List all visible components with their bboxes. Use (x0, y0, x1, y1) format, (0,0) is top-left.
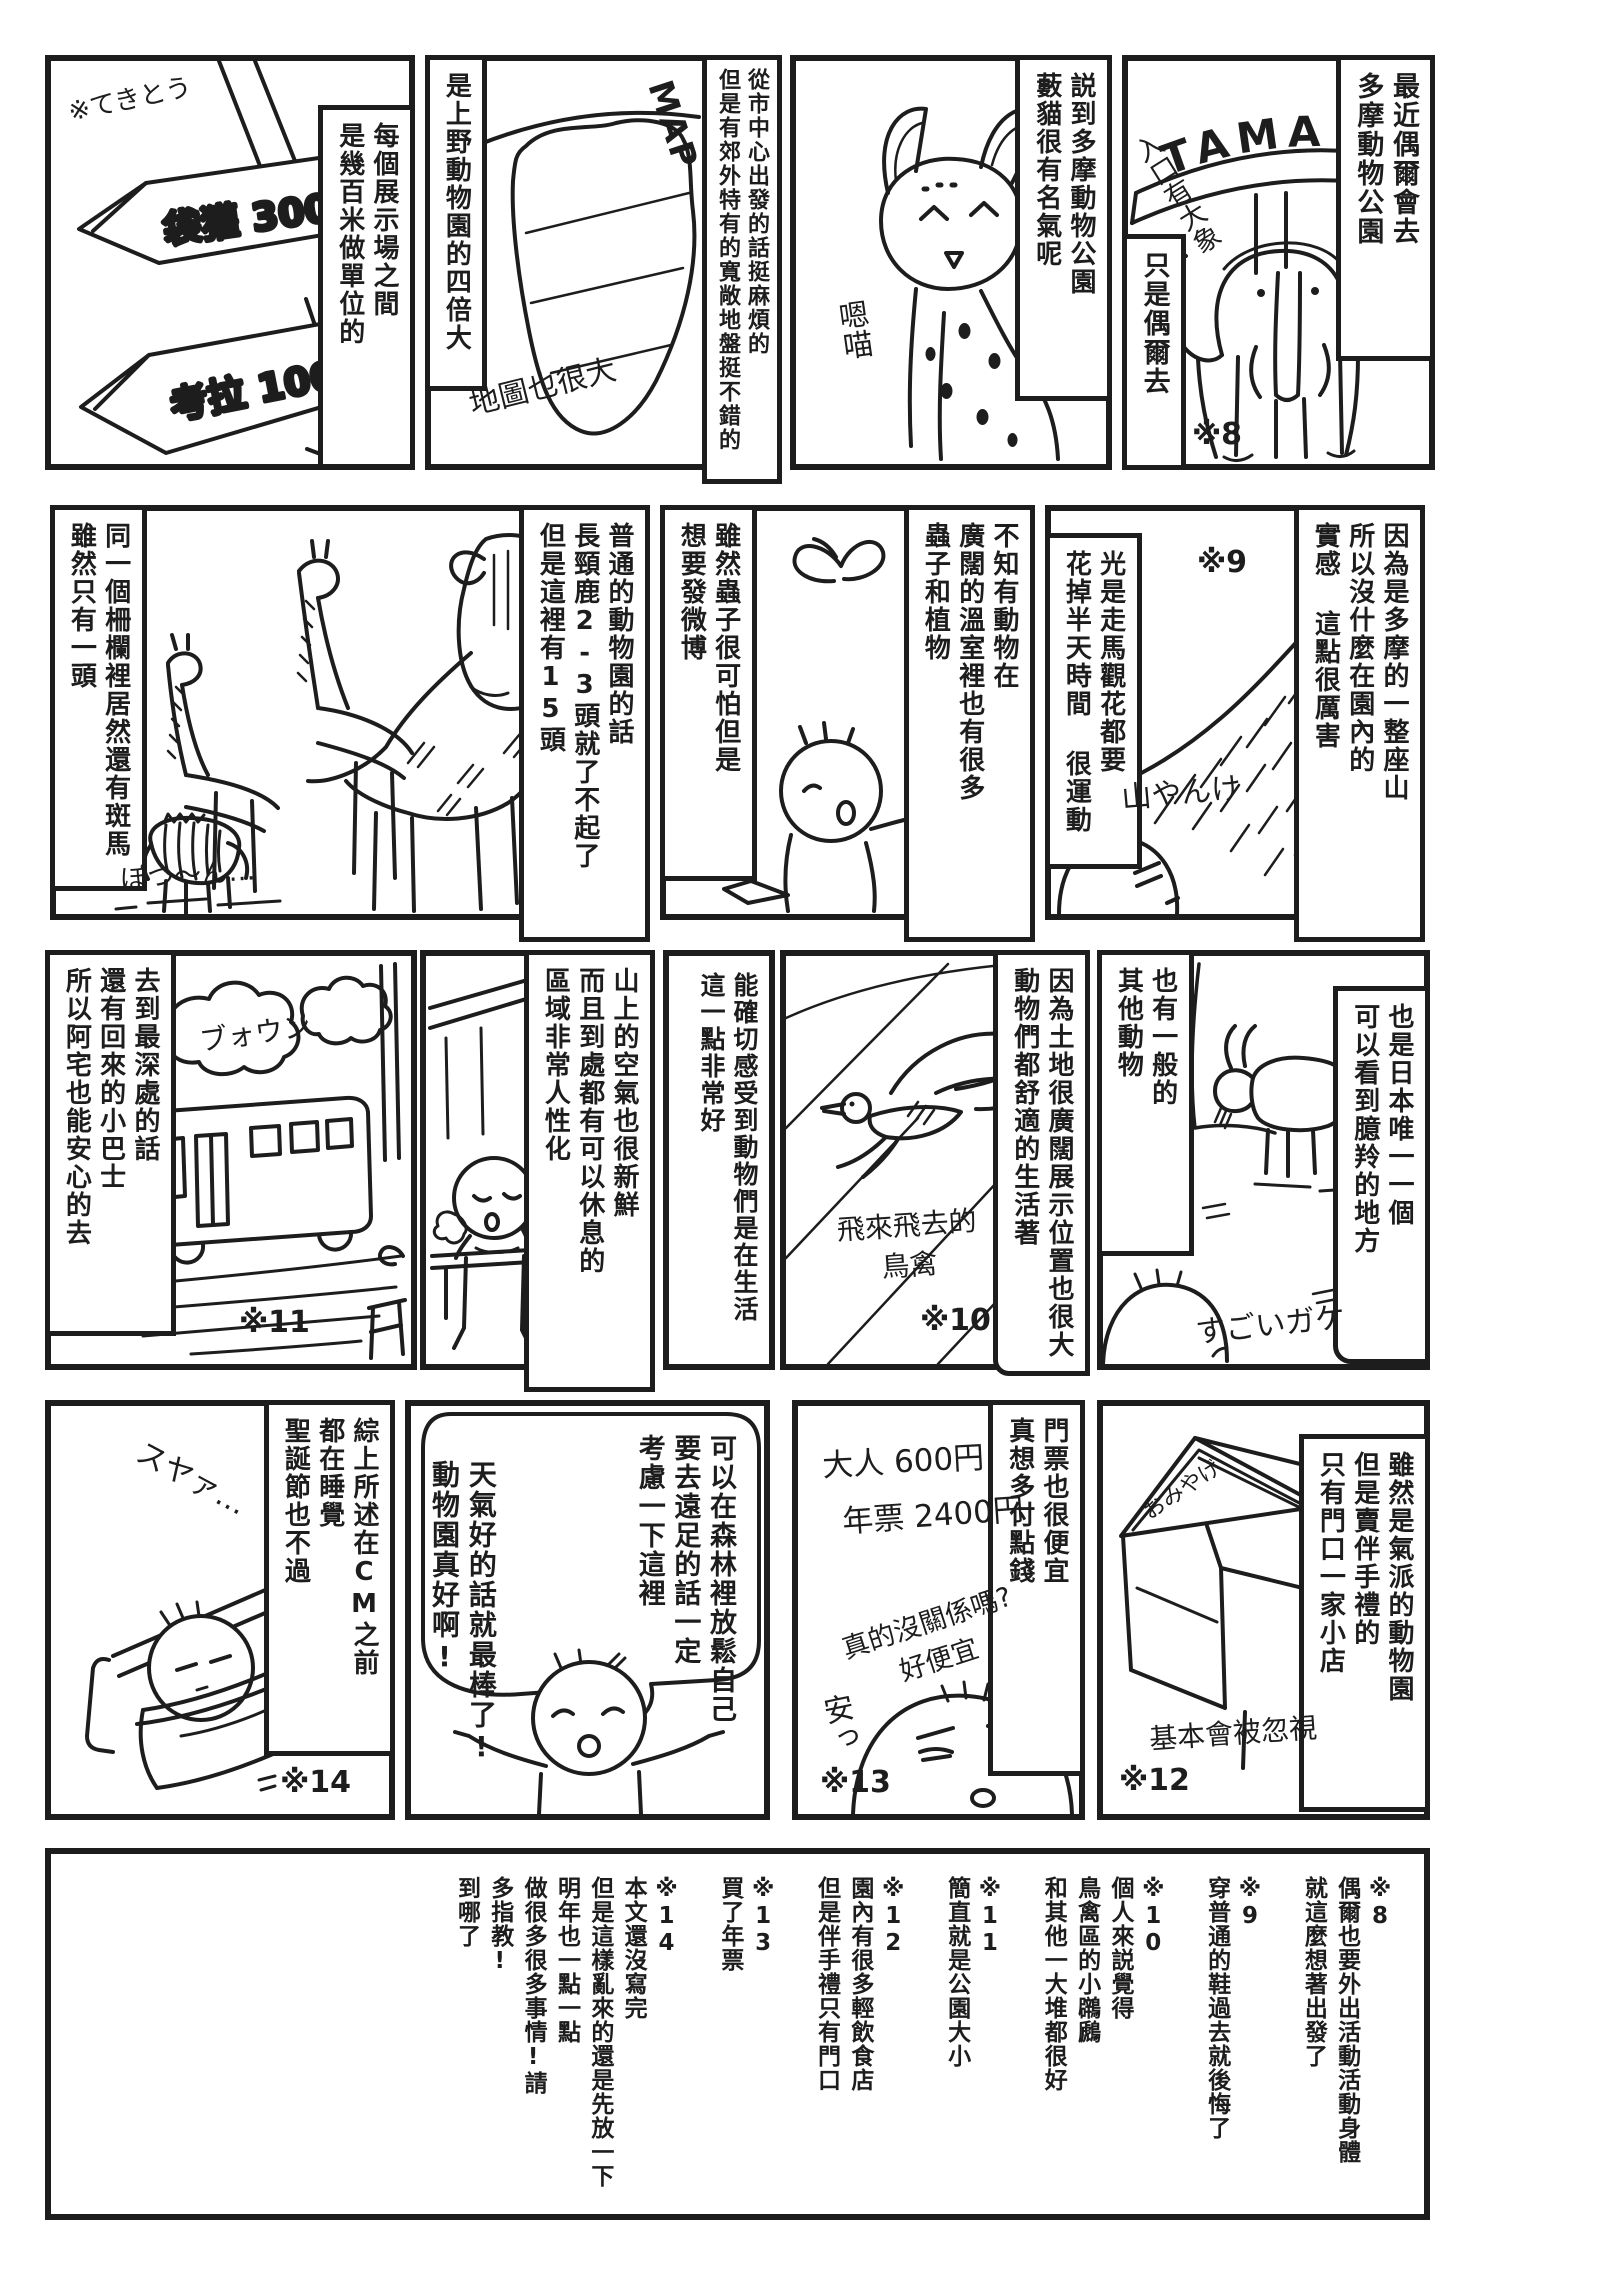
caption-map-left: 是上野動物園的四倍大 (425, 55, 488, 391)
panel-footnotes: ※8 偶爾也要外出活動活動身體 就這麼想著出發了 ※9 穿普通的鞋過去就後悔了 … (45, 1848, 1430, 2220)
footnote-ref-9: ※9 (1197, 545, 1248, 580)
footnote-ref-8: ※8 (1192, 417, 1243, 452)
caption-entrance-sub: 只是偶爾去 (1122, 234, 1186, 470)
caption-giraffe-right: 普通的動物園的話 長頸鹿2-3頭就了不起了 但是這裡有15頭 (519, 505, 650, 942)
footnote-ref-11: ※11 (239, 1305, 310, 1340)
caption-greenhouse-left: 雖然蟲子很可怕但是 想要發微博 (660, 505, 757, 881)
footnote-11: ※11 簡直就是公園大小 (943, 1876, 1003, 2068)
caption-serval: 説到多摩動物公園 藪貓很有名氣呢 (1015, 55, 1112, 401)
panel-souvenir-shop: おみやげ 雖然是氣派的動物園 但是賣伴手禮的 只有門口一家小店 基本會被忽視 ※… (1097, 1400, 1430, 1820)
footnote-13: ※13 買了年票 (716, 1876, 777, 1972)
panel-entrance: TAMA ZOO 最近偶爾會去 多摩動物公園 只是偶爾去 入口有大象 ※8 (1122, 55, 1435, 470)
panel-bus: 去到最深處的話 還有回來的小巴士 所以阿宅也能安心的去 ブォウン ※11 (45, 950, 417, 1370)
caption-map-right: 從市中心出發的話挺麻煩的 但是有郊外特有的寬敞地盤挺不錯的 (701, 55, 782, 484)
speech-bubble-person-drawing (421, 1412, 761, 1814)
caption-signpost: 每個展示場之間 是幾百米做單位的 (318, 105, 415, 469)
panel-forest-praise: 可以在森林裡放鬆自己 要去遠足的話一定 考慮一下這裡 天氣好的話就最棒了! 動物… (405, 1400, 770, 1820)
footnote-9: ※9 穿普通的鞋過去就後悔了 (1203, 1876, 1263, 2140)
price-adult: 大人 600円 (821, 1439, 986, 1485)
caption-entrance-main: 最近偶爾會去 多摩動物公園 (1335, 55, 1435, 361)
panel-birds: 因為土地很廣闊展示位置也很大 動物們都舒適的生活著 飛來飛去的 鳥禽 ※10 (780, 950, 1090, 1376)
caption-birds: 因為土地很廣闊展示位置也很大 動物們都舒適的生活著 (993, 950, 1090, 1376)
footnote-ref-14: ※14 (280, 1765, 351, 1800)
panel-map: MAP 從市中心出發的話挺麻煩的 但是有郊外特有的寬敞地盤挺不錯的 是上野動物園… (425, 55, 782, 484)
panel-greenhouse: 不知有動物在 廣闊的溫室裡也有很多 蟲子和植物 雖然蟲子很可怕但是 想要發微博 (660, 505, 1035, 942)
footnote-14: ※14 本文還沒寫完 但是這樣亂來的還是先放一下 明年也一點一點 做很多很多事情… (453, 1876, 680, 2188)
footnote-ref-13: ※13 (820, 1765, 891, 1800)
panel-ticket-price: 門票也很便宜 真想多付點錢 大人 600円 年票 2400円 真的沒關係嗎? 好… (792, 1400, 1085, 1820)
caption-serow-left: 也有一般的 其他動物 (1097, 950, 1194, 1256)
caption-feeling: 能確切感受到動物們是在生活 這一點非常好 (697, 972, 759, 1323)
handwriting-meow: 嗯喵 (830, 297, 874, 363)
caption-forest-left: 天氣好的話就最棒了! 動物園真好啊! (427, 1460, 498, 1765)
caption-sleeping: 綜上所述在CM之前 都在睡覺 聖誕節也不過 (264, 1400, 395, 1756)
footnote-8: ※8 偶爾也要外出活動活動身體 就這麼想著出發了 (1300, 1876, 1393, 2164)
panel-serval: 説到多摩動物公園 藪貓很有名氣呢 嗯喵 (790, 55, 1112, 470)
panel-mountain: 因為是多摩的一整座山 所以沒什麼在園內的 實感 這點很厲害 光是走馬觀花都要 花… (1045, 505, 1425, 942)
panel-giraffes: 普通的動物園的話 長頸鹿2-3頭就了不起了 但是這裡有15頭 同一個柵欄裡居然還… (50, 505, 650, 942)
panel-feeling: 能確切感受到動物們是在生活 這一點非常好 (663, 950, 775, 1370)
bus-drawing (109, 962, 407, 1360)
caption-greenhouse-right: 不知有動物在 廣闊的溫室裡也有很多 蟲子和植物 (904, 505, 1035, 942)
caption-shop: 雖然是氣派的動物園 但是賣伴手禮的 只有門口一家小店 (1299, 1434, 1430, 1812)
caption-giraffe-left: 同一個柵欄裡居然還有斑馬 雖然只有一頭 (50, 505, 147, 891)
panel-signpost: 袋獾 300米 考拉 100米 每個展示場之間 是幾百米做單位的 ※てきとう (45, 55, 415, 470)
panel-sleeping: 綜上所述在CM之前 都在睡覺 聖誕節也不過 スヤァ… ※14 (45, 1400, 395, 1820)
caption-mountain-right: 因為是多摩的一整座山 所以沒什麼在園內的 實感 這點很厲害 (1294, 505, 1425, 942)
panel-bench: 山上的空氣也很新鮮 而且到處都有可以休息的 區域非常人性化 (420, 950, 655, 1392)
caption-bus: 去到最深處的話 還有回來的小巴士 所以阿宅也能安心的去 (45, 950, 176, 1336)
footnote-12: ※12 園內有很多輕飲食店 但是伴手禮只有門口 (813, 1876, 907, 2092)
footnote-10: ※10 個人來説覺得 鳥禽區的小鸊鷉 和其他一大堆都很好 (1040, 1876, 1167, 2092)
caption-ticket: 門票也很便宜 真想多付點錢 (988, 1400, 1085, 1776)
caption-serow-right: 也是日本唯一一個 可以看到臆羚的地方 (1333, 986, 1430, 1364)
caption-mountain-left: 光是走馬觀花都要 花掉半天時間 很運動 (1045, 533, 1142, 869)
footnote-ref-10: ※10 (920, 1303, 991, 1338)
caption-forest-right: 可以在森林裡放鬆自己 要去遠足的話一定 考慮一下這裡 (633, 1434, 736, 1724)
handwriting-flying-birds: 飛來飛去的 鳥禽 (835, 1204, 978, 1284)
panel-serow: 也是日本唯一一個 可以看到臆羚的地方 也有一般的 其他動物 すごいガケ (1097, 950, 1430, 1370)
footnote-ref-12: ※12 (1119, 1763, 1190, 1798)
caption-bench: 山上的空氣也很新鮮 而且到處都有可以休息的 區域非常人性化 (524, 950, 655, 1392)
